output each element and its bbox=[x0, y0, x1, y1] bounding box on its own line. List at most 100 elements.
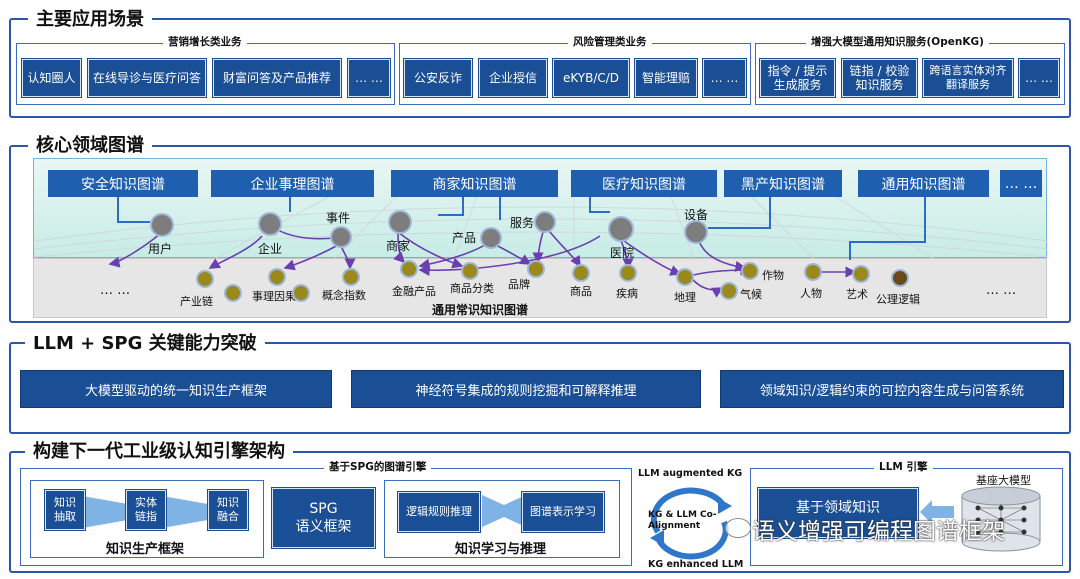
label-chain: 产业链 bbox=[180, 295, 213, 308]
step-fusion[interactable]: 知识 融合 bbox=[208, 490, 248, 530]
group-title-openkg: 增强大模型通用知识服务(OpenKG) bbox=[806, 35, 989, 49]
node-chain-2[interactable] bbox=[224, 284, 242, 302]
scenario-ekyb[interactable]: eKYB/C/D bbox=[553, 59, 629, 97]
service-instruction[interactable]: 指令 / 提示 生成服务 bbox=[760, 59, 835, 97]
service-more[interactable]: … … bbox=[1019, 59, 1059, 97]
label-hospital: 医院 bbox=[610, 246, 635, 260]
node-product[interactable] bbox=[480, 227, 502, 249]
kg-security[interactable]: 安全知识图谱 bbox=[48, 170, 198, 197]
node-device[interactable] bbox=[684, 220, 708, 244]
kg-medical[interactable]: 医疗知识图谱 bbox=[571, 170, 717, 197]
service-linking[interactable]: 链指 / 校验 知识服务 bbox=[842, 59, 917, 97]
label-person: 人物 bbox=[800, 287, 822, 300]
section-title-scenarios: 主要应用场景 bbox=[28, 9, 152, 31]
node-climate[interactable] bbox=[720, 282, 738, 300]
cycle-mid-label: KG & LLM Co- Alignment bbox=[648, 510, 717, 531]
node-hospital[interactable] bbox=[608, 216, 634, 242]
base-model-label: 基座大模型 bbox=[974, 472, 1033, 488]
label-product: 产品 bbox=[452, 231, 477, 245]
common-kg-label: 通用常识知识图谱 bbox=[432, 303, 529, 317]
node-goods[interactable] bbox=[572, 264, 590, 282]
kg-general[interactable]: 通用知识图谱 bbox=[858, 170, 989, 197]
node-logic[interactable] bbox=[891, 269, 909, 287]
section-title-architecture: 构建下一代工业级认知引擎架构 bbox=[25, 441, 293, 463]
llm-engine-title: LLM 引擎 bbox=[874, 460, 933, 474]
watermark-icon bbox=[725, 518, 751, 538]
spg-engine-title: 基于SPG的图谱引擎 bbox=[324, 460, 432, 474]
section-title-capabilities: LLM + SPG 关键能力突破 bbox=[25, 333, 265, 355]
watermark-text: 语义增强可编程图谱框架 bbox=[752, 519, 1005, 545]
capability-controllable-generation[interactable]: 领域知识/逻辑约束的可控内容生成与问答系统 bbox=[720, 370, 1064, 408]
scenario-crowd[interactable]: 认知圈人 bbox=[22, 59, 81, 97]
scenario-wealth-qa[interactable]: 财富问答及产品推荐 bbox=[213, 59, 341, 97]
label-cause: 事理因果 bbox=[252, 290, 296, 303]
label-brand: 品牌 bbox=[508, 278, 530, 291]
label-geo: 地理 bbox=[674, 291, 696, 304]
capability-knowledge-production[interactable]: 大模型驱动的统一知识生产框架 bbox=[20, 370, 332, 408]
kg-enterprise[interactable]: 企业事理图谱 bbox=[211, 170, 374, 197]
kg-more[interactable]: … … bbox=[1000, 170, 1042, 197]
label-device: 设备 bbox=[684, 208, 709, 222]
kg-blackmarket[interactable]: 黑产知识图谱 bbox=[724, 170, 842, 197]
production-title: 知识生产框架 bbox=[106, 542, 185, 557]
node-cause[interactable] bbox=[268, 268, 286, 286]
node-cause-2[interactable] bbox=[292, 284, 310, 302]
scenario-more-2[interactable]: … … bbox=[703, 59, 746, 97]
label-category: 商品分类 bbox=[450, 282, 494, 295]
node-company[interactable] bbox=[258, 212, 282, 236]
label-event: 事件 bbox=[326, 211, 351, 225]
node-finprod[interactable] bbox=[400, 260, 418, 278]
node-geo[interactable] bbox=[676, 268, 694, 286]
node-index[interactable] bbox=[342, 268, 360, 286]
step-linking[interactable]: 实体 链指 bbox=[126, 490, 166, 530]
arrow-base-to-llm bbox=[920, 500, 954, 524]
node-category[interactable] bbox=[461, 262, 479, 280]
node-person[interactable] bbox=[804, 263, 822, 281]
group-title-marketing: 营销增长类业务 bbox=[163, 35, 247, 49]
label-service: 服务 bbox=[510, 216, 535, 230]
scenario-medical-qa[interactable]: 在线导诊与医疗问答 bbox=[88, 59, 206, 97]
label-art: 艺术 bbox=[846, 288, 868, 301]
node-crop[interactable] bbox=[741, 262, 759, 280]
spg-semantic-framework[interactable]: SPG 语义框架 bbox=[272, 488, 375, 548]
section-title-core-kg: 核心领域图谱 bbox=[28, 135, 152, 157]
logic-rule-reasoning[interactable]: 逻辑规则推理 bbox=[398, 492, 480, 532]
label-goods: 商品 bbox=[570, 285, 592, 298]
kg-merchant[interactable]: 商家知识图谱 bbox=[391, 170, 558, 197]
node-service[interactable] bbox=[534, 211, 556, 233]
domain-knowledge-llm[interactable]: 基于领域知识 bbox=[758, 488, 918, 538]
base-model-icon bbox=[961, 486, 1041, 552]
scenario-claims[interactable]: 智能理赔 bbox=[635, 59, 697, 97]
step-extraction[interactable]: 知识 抽取 bbox=[45, 490, 85, 530]
ellipsis-left: … … bbox=[100, 283, 131, 298]
node-chain[interactable] bbox=[196, 270, 214, 288]
node-brand[interactable] bbox=[527, 260, 545, 278]
node-art[interactable] bbox=[852, 265, 870, 283]
label-logic: 公理逻辑 bbox=[876, 293, 920, 306]
label-climate: 气候 bbox=[740, 288, 762, 301]
scenario-more-1[interactable]: … … bbox=[348, 59, 390, 97]
label-disease: 疾病 bbox=[616, 287, 638, 300]
capability-neuro-symbolic[interactable]: 神经符号集成的规则挖掘和可解释推理 bbox=[351, 370, 701, 408]
label-finprod: 金融产品 bbox=[392, 285, 436, 298]
graph-representation-learning[interactable]: 图谱表示学习 bbox=[522, 492, 604, 532]
node-user[interactable] bbox=[150, 213, 174, 237]
scenario-anti-fraud[interactable]: 公安反诈 bbox=[404, 59, 472, 97]
scenario-credit[interactable]: 企业授信 bbox=[479, 59, 547, 97]
production-flow-arrows bbox=[82, 496, 208, 528]
cycle-bottom-label: KG enhanced LLM bbox=[648, 559, 744, 570]
learning-arrows bbox=[482, 495, 526, 527]
label-index: 概念指数 bbox=[322, 289, 366, 302]
label-crop: 作物 bbox=[762, 269, 784, 282]
service-alignment[interactable]: 跨语言实体对齐 翻译服务 bbox=[923, 59, 1013, 97]
label-company: 企业 bbox=[258, 242, 283, 256]
ellipsis-right: … … bbox=[986, 283, 1017, 298]
label-merchant: 商家 bbox=[386, 239, 411, 253]
group-title-risk: 风险管理类业务 bbox=[568, 35, 652, 49]
node-event[interactable] bbox=[330, 226, 352, 248]
label-user: 用户 bbox=[148, 242, 173, 256]
learning-title: 知识学习与推理 bbox=[455, 542, 547, 557]
node-disease[interactable] bbox=[619, 264, 637, 282]
node-merchant[interactable] bbox=[388, 210, 412, 234]
co-alignment-cycle bbox=[650, 487, 732, 560]
